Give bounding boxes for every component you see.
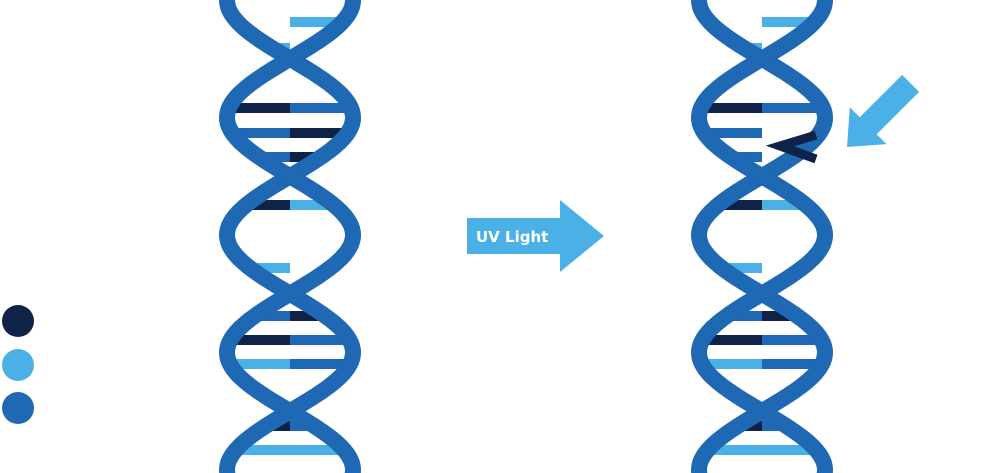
base-pair-left — [706, 335, 762, 345]
base-pair-right — [290, 311, 322, 321]
base-pair-left — [234, 335, 290, 345]
base-pair-right — [290, 128, 344, 138]
base-pair-left — [708, 128, 762, 138]
dna-helix-normal — [218, 0, 362, 473]
legend-dot-light — [2, 349, 34, 381]
base-pair-right — [290, 445, 341, 455]
uv-light-arrow: UV Light — [467, 200, 604, 272]
dna-helix-damaged — [690, 0, 834, 473]
pointer-arrow-shape — [847, 74, 920, 147]
base-pair-left — [734, 152, 762, 162]
thymine-dimer-kink — [765, 130, 818, 164]
base-pair-right — [290, 103, 347, 113]
base-pair-left — [262, 152, 290, 162]
base-pair-left — [705, 103, 762, 113]
base-pair-right — [290, 359, 347, 369]
backbone-strand-b — [690, 0, 834, 473]
base-pair-right — [762, 311, 794, 321]
uv-arrow-shape — [467, 200, 604, 272]
base-pair-right — [762, 103, 819, 113]
legend-dot-mid — [2, 392, 34, 424]
base-pair-right — [290, 152, 318, 162]
base-pair-left — [236, 128, 290, 138]
base-pair-right — [762, 335, 818, 345]
uv-light-label: UV Light — [476, 228, 548, 246]
base-pair-left — [258, 311, 290, 321]
base-pair-left — [711, 445, 762, 455]
base-pair-left — [253, 263, 290, 273]
base-pair-right — [762, 17, 811, 27]
base-pair-left — [250, 200, 290, 210]
base-pair-left — [233, 359, 290, 369]
legend-dot-dark — [2, 305, 34, 337]
base-pair-left — [233, 103, 290, 113]
base-pair-right — [290, 335, 346, 345]
base-pair-right — [290, 200, 330, 210]
backbone-strand-b — [218, 0, 362, 473]
damage-pointer-arrow — [847, 74, 920, 147]
backbone-strand-a — [690, 0, 834, 473]
backbone-strand-a — [218, 0, 362, 473]
base-pair-right — [290, 17, 339, 27]
base-pair-left — [705, 359, 762, 369]
base-pair-left — [730, 311, 762, 321]
base-pair-left — [239, 445, 290, 455]
base-pair-left — [725, 263, 762, 273]
base-pair-left — [722, 200, 762, 210]
base-pair-right — [762, 200, 802, 210]
base-pair-right — [762, 359, 819, 369]
base-pair-right — [762, 445, 813, 455]
